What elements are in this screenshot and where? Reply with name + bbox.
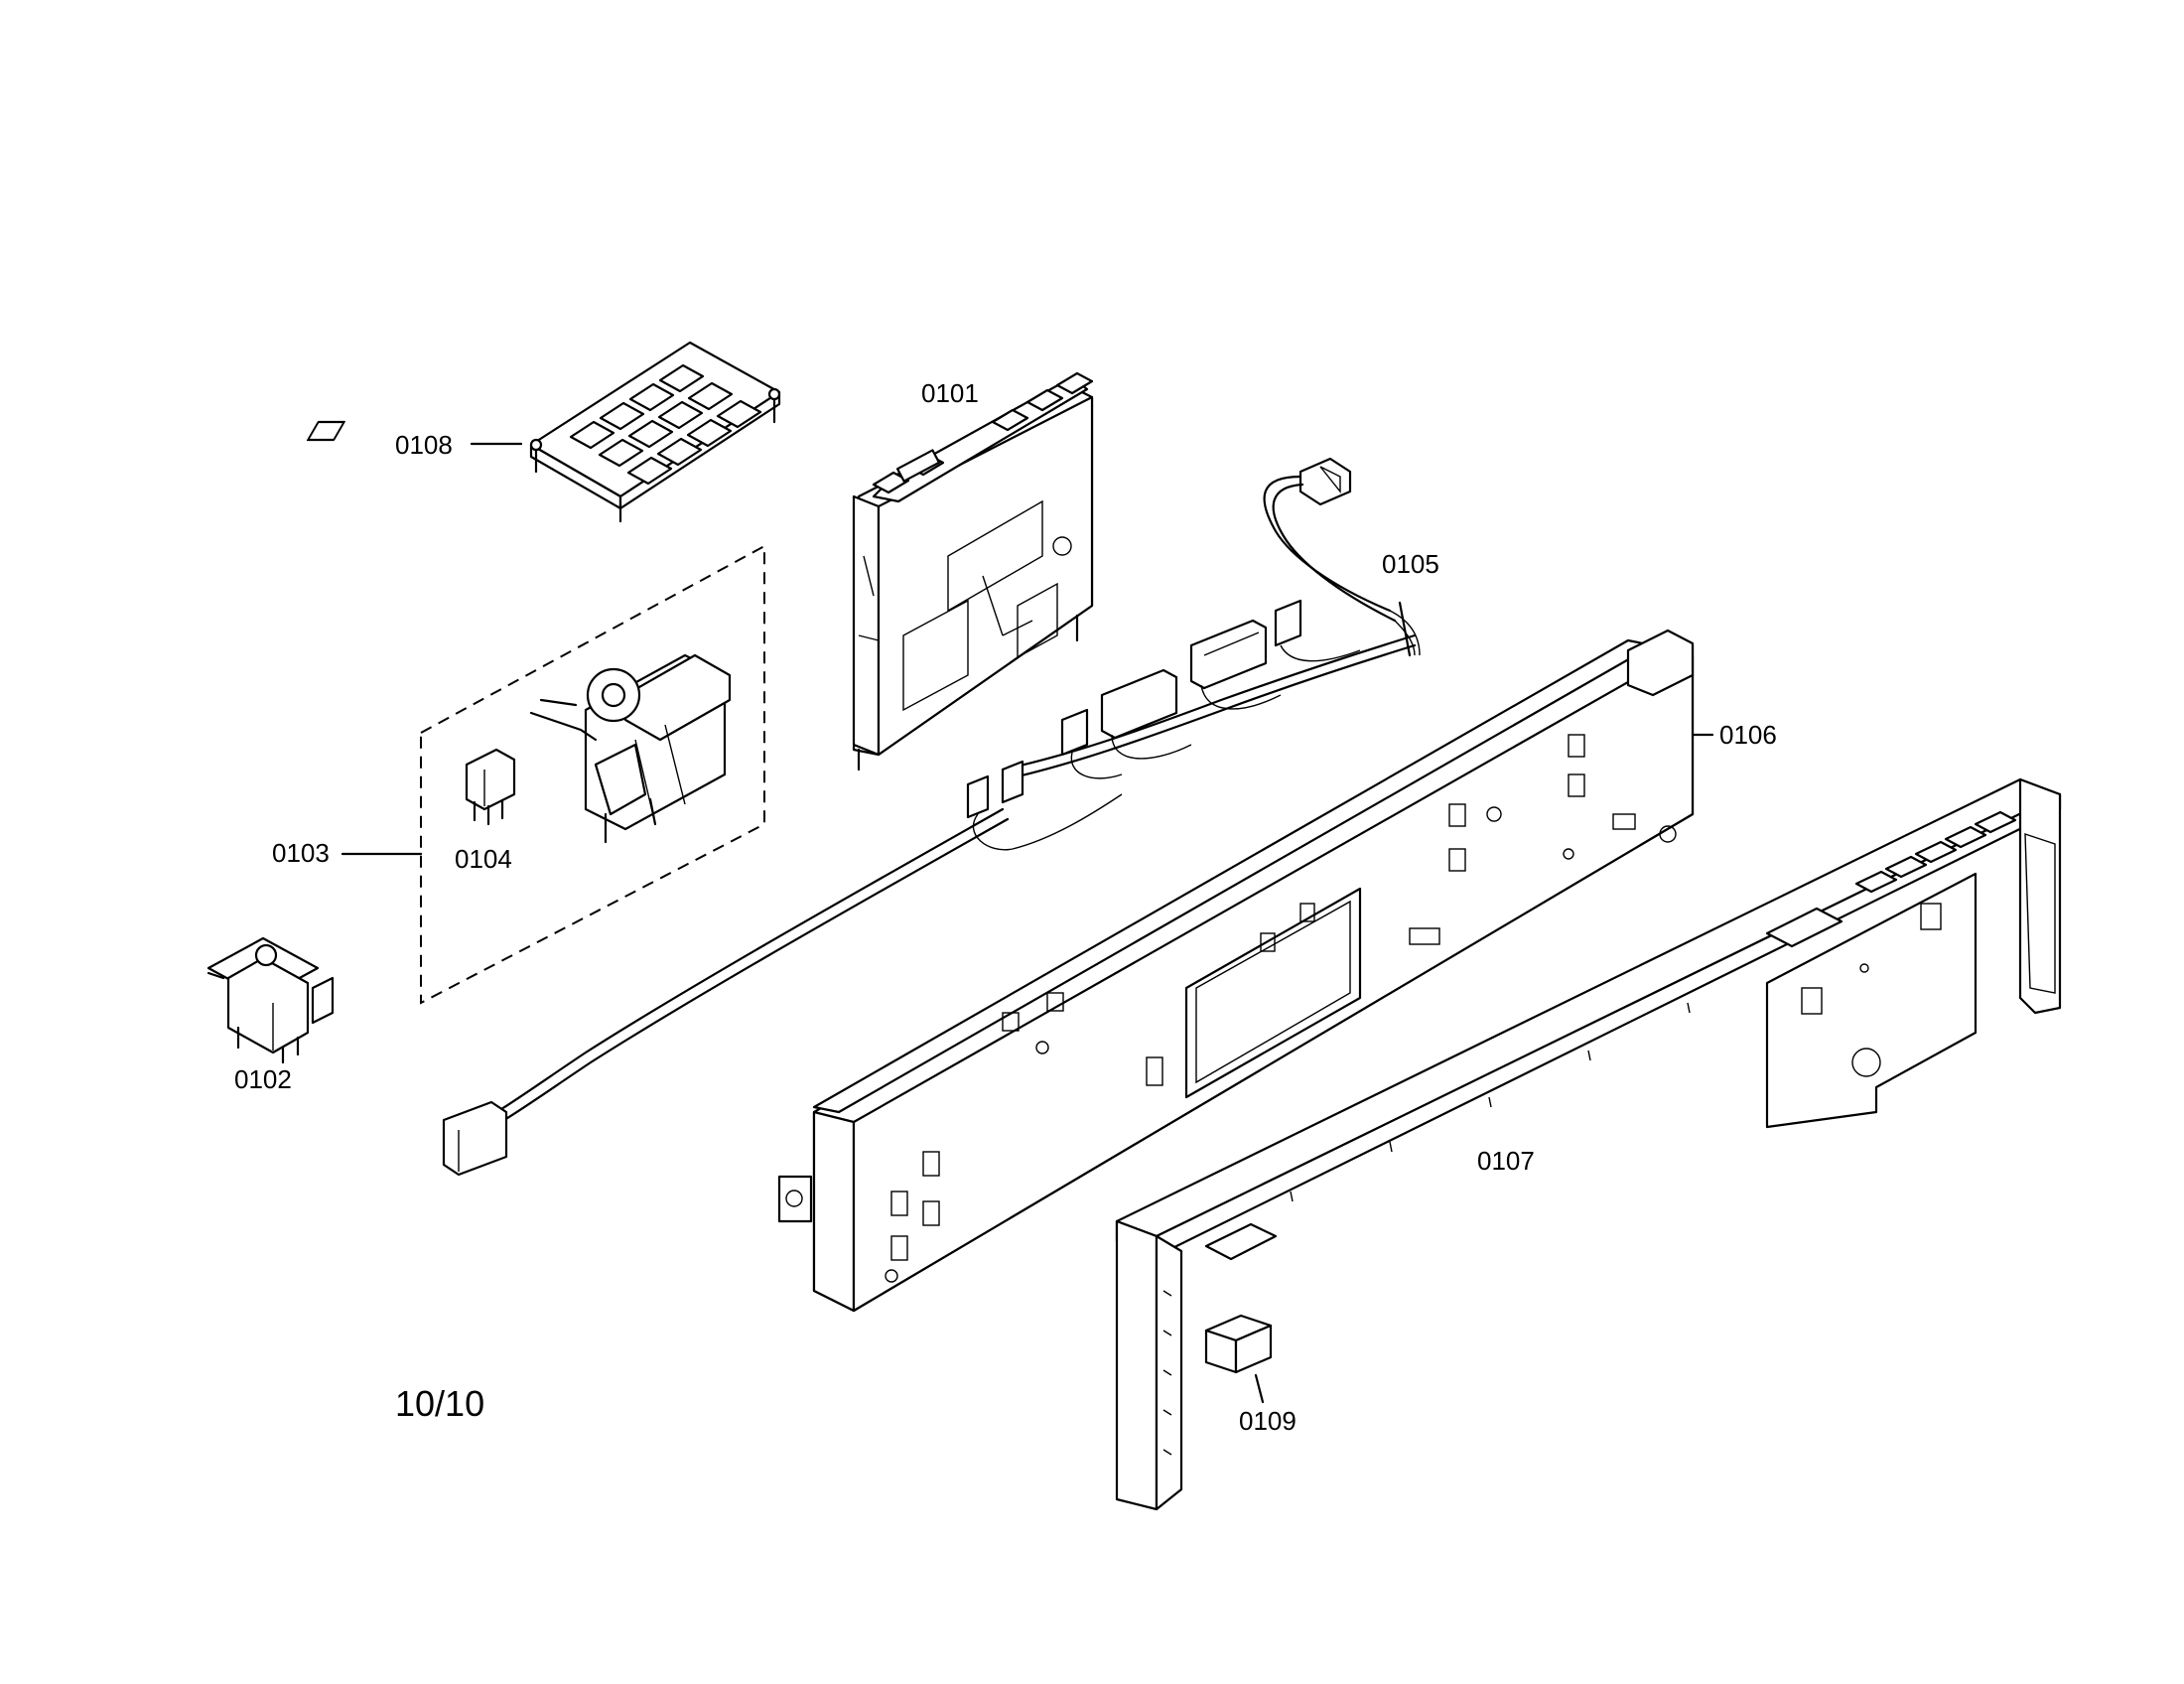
part-0106-control-panel-frame[interactable] [777,629,1714,1313]
label-0109: 0109 [1239,1406,1297,1436]
label-0107: 0107 [1477,1146,1535,1176]
label-0102: 0102 [234,1064,292,1094]
page-number: 10/10 [395,1383,484,1424]
part-0101-control-module[interactable] [852,371,1094,772]
part-0109-block[interactable] [1204,1314,1273,1404]
part-0108-keypad[interactable] [306,341,781,523]
label-0108: 0108 [395,430,453,460]
label-0105: 0105 [1382,549,1439,579]
label-0103: 0103 [272,838,330,868]
part-0102-switch[interactable] [206,936,335,1064]
part-0105-wire-harness[interactable] [442,457,1421,1177]
part-0103-door-lock-assembly[interactable] [341,544,765,1005]
part-0107-front-panel[interactable] [1115,777,2062,1511]
label-0106: 0106 [1719,720,1777,750]
label-0101: 0101 [921,378,979,408]
label-0104: 0104 [455,844,512,874]
